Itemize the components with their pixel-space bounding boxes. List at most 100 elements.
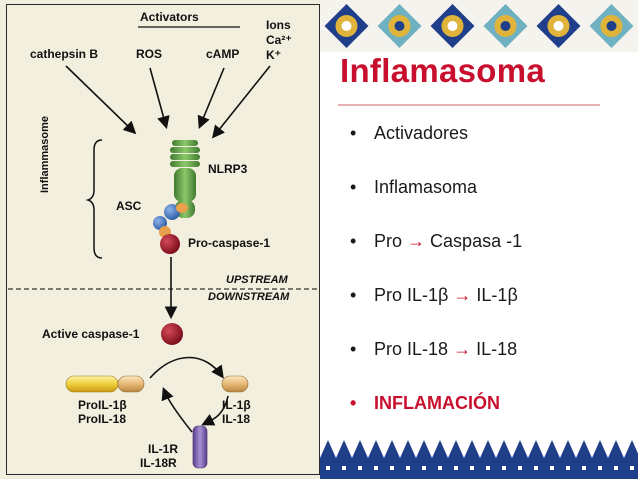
arrow-ros — [149, 67, 170, 130]
bullet-text: Inflamasoma — [374, 177, 478, 197]
slide-title: Inflamasoma — [340, 52, 546, 89]
active-caspase-label: Active caspase-1 — [42, 327, 140, 341]
zigzag-mark — [448, 440, 464, 458]
arrow-cathepsin — [65, 65, 137, 135]
bullet-text-after: IL-18 — [476, 339, 518, 359]
il1r-label: IL-1R — [148, 442, 178, 456]
tile-motif — [430, 4, 475, 48]
border-dot — [326, 466, 330, 470]
ros-label: ROS — [136, 47, 163, 61]
arrow-to-receptor — [201, 395, 229, 426]
border-dot — [534, 466, 538, 470]
zigzag-mark — [384, 440, 400, 458]
bullet-marker: • — [350, 339, 357, 359]
border-dot — [406, 466, 410, 470]
zigzag-mark — [400, 440, 416, 458]
zigzag-mark — [320, 440, 336, 458]
pro-caspase-1-protein — [159, 226, 180, 254]
zigzag-mark — [624, 440, 638, 458]
activators-label: Activators — [140, 10, 199, 24]
bullet-text: Pro IL-1β → IL-1β — [374, 280, 518, 310]
arrow-camp — [197, 67, 225, 129]
title-underline — [338, 104, 600, 106]
tile-motif — [589, 4, 634, 48]
active-caspase-1-protein — [161, 323, 183, 345]
bullet-marker: • — [350, 177, 357, 197]
inflammasome-brace — [85, 139, 103, 259]
mature-il-capsule — [221, 375, 249, 393]
diagram-graphics — [8, 26, 318, 469]
border-dot — [342, 466, 346, 470]
arrow-ions — [212, 65, 271, 139]
tile-motif — [483, 4, 528, 48]
arrow-cleavage — [149, 356, 224, 379]
border-dot — [390, 466, 394, 470]
zigzag-mark — [592, 440, 608, 458]
bottom-border-decoration — [320, 432, 638, 479]
zigzag-mark — [368, 440, 384, 458]
pro-il-capsule — [65, 375, 145, 393]
arrow-right-icon: → — [453, 339, 472, 359]
border-dot — [582, 466, 586, 470]
zigzag-mark — [480, 440, 496, 458]
pro-il18-label: ProIL-18 — [78, 412, 127, 426]
asc-label: ASC — [116, 199, 142, 213]
zigzag-mark — [512, 440, 528, 458]
camp-label: cAMP — [206, 47, 240, 61]
zigzag-mark — [576, 440, 592, 458]
arrow-right-icon: → — [453, 285, 472, 305]
border-dot — [374, 466, 378, 470]
bullet-text-after: IL-1β — [476, 285, 518, 305]
cathepsin-label: cathepsin B — [30, 47, 99, 61]
zigzag-mark — [416, 440, 432, 458]
ions-label: Ions — [266, 18, 291, 32]
border-dot — [614, 466, 618, 470]
bullet-text: Pro → Caspasa -1 — [374, 226, 522, 256]
il18r-label: IL-18R — [140, 456, 177, 470]
arrow-right-icon: → — [407, 231, 426, 251]
tile-motif — [536, 4, 581, 48]
il-1r-receptor — [192, 425, 208, 469]
upstream-label: UPSTREAM — [226, 274, 288, 286]
tile-motif — [324, 4, 369, 48]
arrow-receptor-signal — [161, 387, 193, 433]
border-dot — [454, 466, 458, 470]
tile-banner-decoration — [320, 0, 638, 52]
border-dot — [470, 466, 474, 470]
inflammasome-diagram: Activators cathepsin B ROS cAMP Ions Ca²… — [0, 0, 320, 479]
border-dot — [550, 466, 554, 470]
zigzag-mark — [336, 440, 352, 458]
border-dot — [566, 466, 570, 470]
border-dot — [422, 466, 426, 470]
bullet-marker: • — [350, 123, 357, 143]
border-dot — [630, 466, 634, 470]
zigzag-mark — [496, 440, 512, 458]
border-dot — [502, 466, 506, 470]
bullet-text: Activadores — [374, 123, 469, 143]
tile-motif — [377, 4, 422, 48]
border-dot — [358, 466, 362, 470]
potassium-label: K⁺ — [266, 48, 281, 62]
bullet-text-after: Caspasa -1 — [430, 231, 523, 251]
calcium-label: Ca²⁺ — [266, 33, 292, 47]
border-dot — [438, 466, 442, 470]
bullet-text: INFLAMACIÓN — [374, 393, 500, 413]
zigzag-mark — [352, 440, 368, 458]
bullet-text: Pro IL-18 → IL-18 — [374, 334, 517, 364]
zigzag-mark — [528, 440, 544, 458]
border-dot — [518, 466, 522, 470]
downstream-label: DOWNSTREAM — [208, 291, 290, 303]
bullet-text-before: Pro — [374, 231, 403, 251]
il18-label: IL-18 — [222, 412, 251, 426]
pro-caspase-label: Pro-caspase-1 — [188, 236, 271, 250]
zigzag-mark — [608, 440, 624, 458]
border-dot — [598, 466, 602, 470]
bullet-marker: • — [350, 285, 357, 305]
zigzag-mark — [432, 440, 448, 458]
pro-il1b-label: ProIL-1β — [78, 398, 127, 412]
zigzag-mark — [464, 440, 480, 458]
zigzag-mark — [560, 440, 576, 458]
bullet-marker: • — [350, 231, 357, 251]
il1b-label: IL-1β — [222, 398, 251, 412]
